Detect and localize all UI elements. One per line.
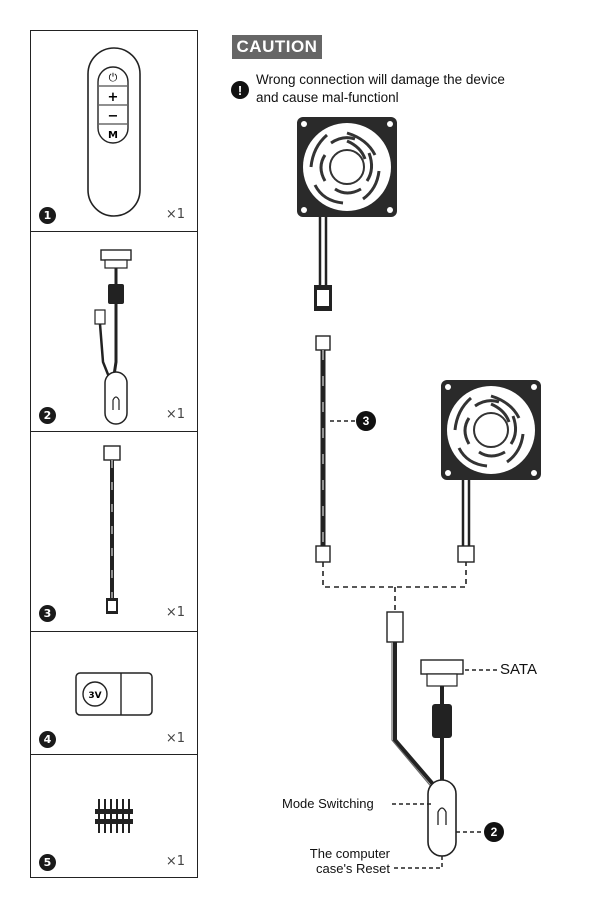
callout-controller-cable: 2 [484, 822, 504, 842]
fan-top-icon [297, 117, 397, 217]
parts-list-panel: ⏻ + − M 1 ×1 2 ×1 [30, 30, 198, 878]
part-quantity: ×1 [166, 407, 185, 422]
reset-label-line-2: case's Reset [292, 861, 390, 876]
part-quantity: ×1 [166, 207, 185, 222]
part-item-pin-header: 5 ×1 [31, 755, 197, 877]
reset-label: The computer case's Reset [292, 846, 390, 876]
part-number-badge: 3 [39, 605, 56, 622]
part-item-controller-cable: 2 ×1 [31, 232, 197, 432]
remote-control-icon: ⏻ + − M [31, 31, 197, 232]
battery-voltage-label: 3V [88, 691, 101, 701]
part-number-badge: 2 [39, 407, 56, 424]
caution-badge: CAUTION [232, 35, 322, 59]
part-number-badge: 4 [39, 731, 56, 748]
power-button-icon: ⏻ [109, 71, 118, 84]
callout-extension-cable: 3 [356, 411, 376, 431]
part-number-badge: 1 [39, 207, 56, 224]
part-quantity: ×1 [166, 854, 185, 869]
part-item-extension-cable: 3 ×1 [31, 432, 197, 632]
sata-label: SATA [500, 661, 537, 678]
plus-button-label: + [108, 90, 119, 105]
caution-line-1: Wrong connection will damage the device [256, 71, 556, 89]
extension-cable-icon [31, 432, 197, 632]
part-quantity: ×1 [166, 731, 185, 746]
reset-label-line-1: The computer [292, 846, 390, 861]
part-number-badge: 5 [39, 854, 56, 871]
fan-right-icon [441, 380, 541, 480]
exclamation-icon: ! [231, 81, 249, 99]
part-quantity: ×1 [166, 605, 185, 620]
sata-controller-cable-icon [31, 232, 197, 432]
mode-switching-label: Mode Switching [282, 796, 374, 811]
mode-button-label: M [108, 130, 118, 141]
minus-button-label: − [108, 109, 119, 124]
part-item-remote: ⏻ + − M 1 ×1 [31, 31, 197, 232]
part-item-battery: 3V 4 ×1 [31, 632, 197, 755]
wiring-diagram [210, 100, 607, 890]
